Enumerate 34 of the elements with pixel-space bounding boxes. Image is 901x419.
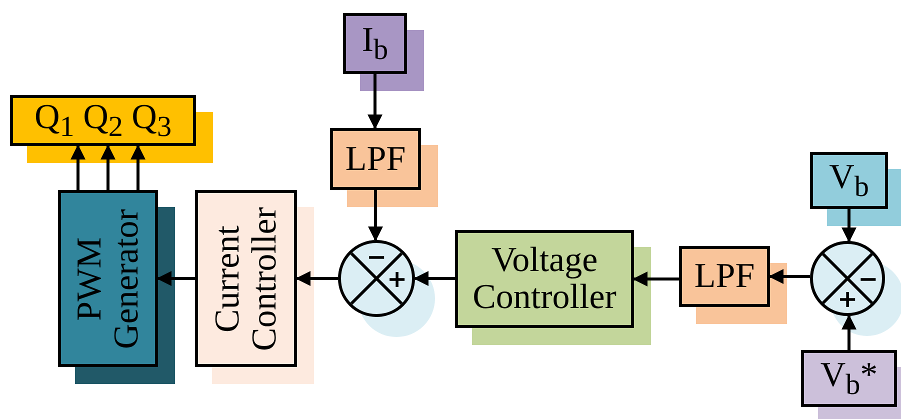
block-label: LPF [345, 140, 406, 178]
controller-block [195, 190, 297, 367]
input-box [810, 152, 888, 209]
arrow [842, 209, 856, 242]
block-label: Voltage Controller [472, 242, 618, 316]
block-label: Q$_{1}$ Q$_{2}$ Q$_{3}$ [34, 98, 172, 142]
arrow [156, 271, 195, 286]
arrow [842, 314, 856, 350]
block-label: V$_{b}$ [829, 158, 869, 202]
arrow [632, 272, 679, 286]
plus-sign: + [387, 266, 408, 290]
generator-block [58, 190, 158, 367]
minus-sign: − [366, 245, 387, 270]
plus-sign: + [837, 287, 858, 312]
arrow [296, 271, 338, 286]
filter-block [330, 128, 421, 190]
input-box [343, 13, 407, 74]
minus-sign: − [858, 266, 878, 290]
arrow [70, 144, 86, 190]
block-label: V$_{b}$* [820, 356, 878, 400]
block-label: LPF [694, 258, 755, 295]
arrow [414, 271, 455, 286]
block-label: I$_{b}$ [362, 22, 388, 66]
block-label: PWM Generator [71, 208, 145, 350]
arrow [130, 144, 146, 190]
arrow [368, 190, 383, 242]
block-label: Current Controller [209, 206, 283, 352]
controller-block [455, 230, 634, 328]
filter-block [679, 246, 770, 307]
output-box [10, 95, 196, 146]
arrow [368, 74, 382, 130]
arrow [768, 269, 810, 284]
arrow [100, 144, 116, 190]
input-box [801, 350, 897, 407]
